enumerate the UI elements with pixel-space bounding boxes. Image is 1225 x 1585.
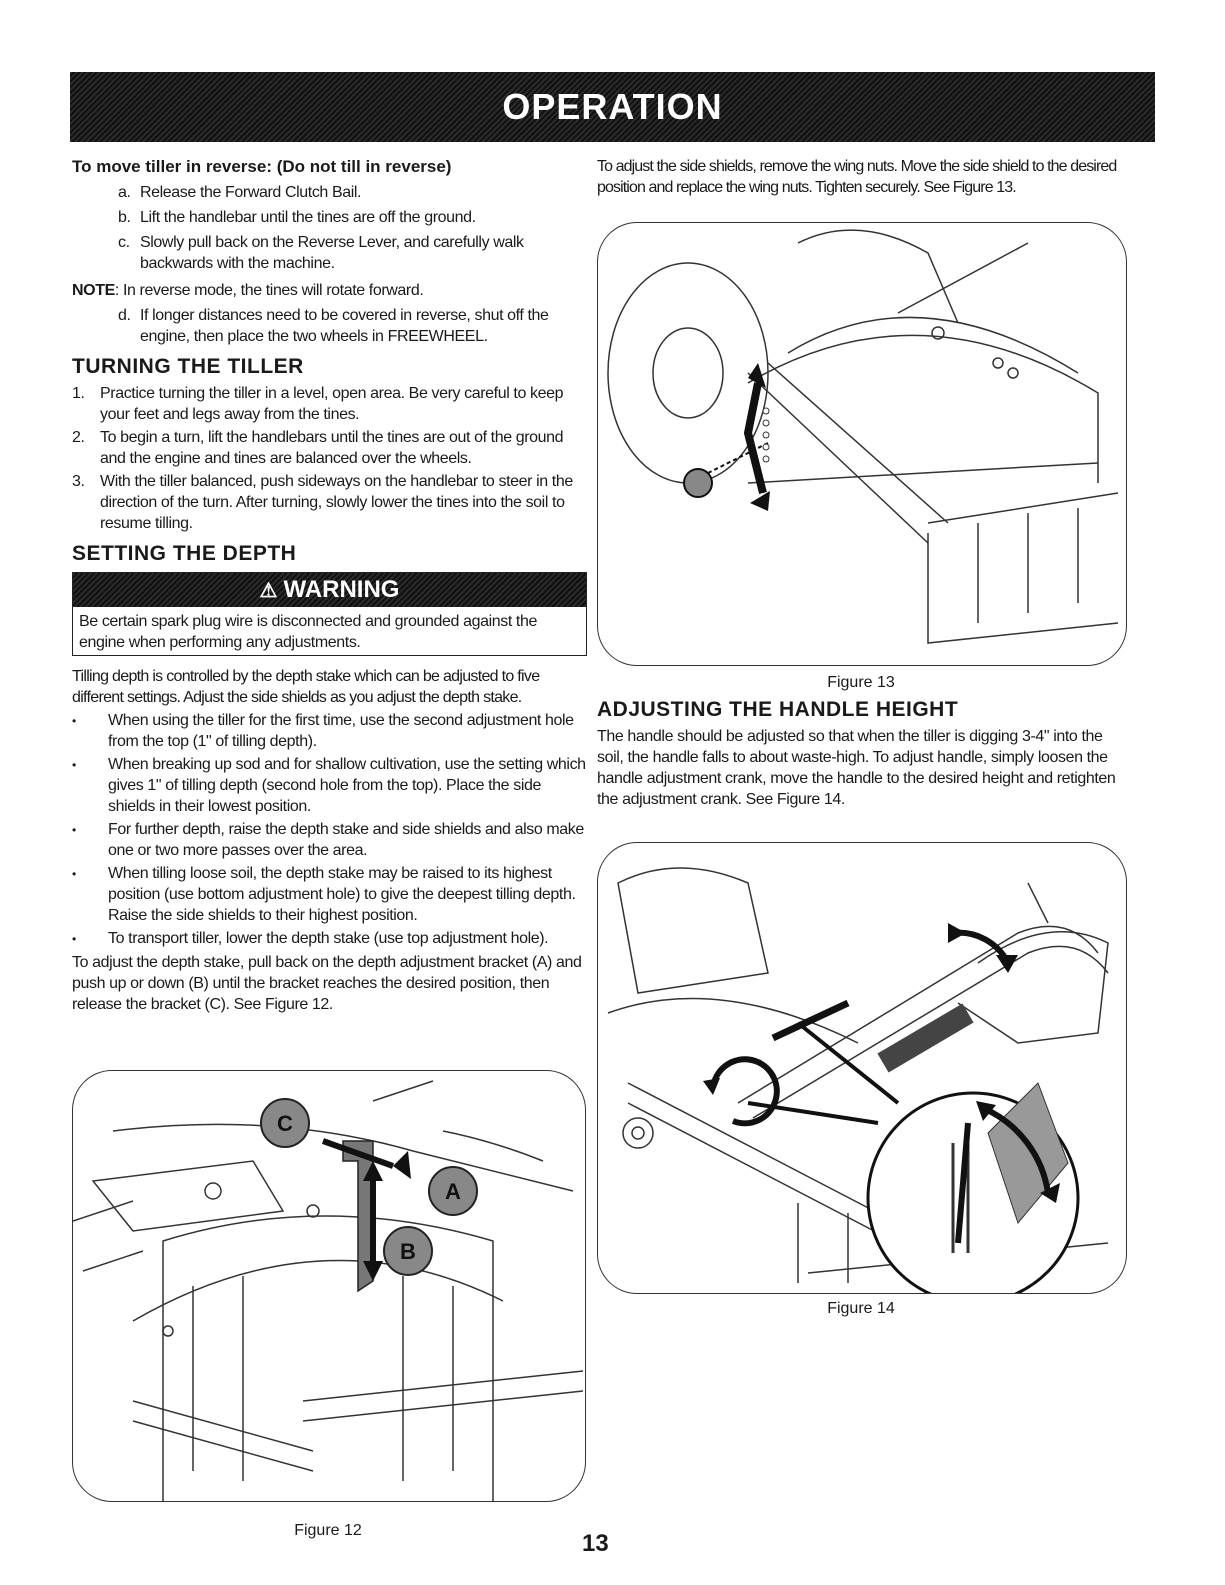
list-item: d. If longer distances need to be covere…	[118, 307, 549, 345]
list-item: When using the tiller for the first time…	[72, 710, 587, 752]
figure-14-illustration	[597, 842, 1127, 1294]
warning-text: Be certain spark plug wire is disconnect…	[79, 613, 537, 651]
bullet-icon	[72, 819, 108, 861]
bullet-icon	[72, 710, 108, 752]
turning-heading: TURNING THE TILLER	[72, 355, 304, 378]
list-item: To transport tiller, lower the depth sta…	[72, 928, 587, 950]
depth-intro: Tilling depth is controlled by the depth…	[72, 668, 540, 706]
reverse-steps: a. Release the Forward Clutch Bail. b. L…	[72, 182, 587, 274]
bullet-icon	[72, 863, 108, 926]
list-item: When breaking up sod and for shallow cul…	[72, 754, 587, 817]
right-column: To adjust the side shields, remove the w…	[597, 156, 1127, 198]
warning-triangle-icon: ⚠	[259, 579, 278, 602]
reverse-heading: To move tiller in reverse: (Do not till …	[72, 157, 452, 176]
warning-title: WARNING	[283, 576, 400, 603]
list-item: b. Lift the handlebar until the tines ar…	[118, 209, 476, 226]
tiller-side-shield-drawing	[607, 229, 1119, 644]
handle-heading: ADJUSTING THE HANDLE HEIGHT	[597, 698, 959, 721]
figure-14-caption: Figure 14	[827, 1300, 895, 1317]
warning-header: ⚠ WARNING	[73, 573, 586, 607]
tiller-depth-stake-drawing: C A B	[73, 1080, 584, 1501]
figure-12-caption: Figure 12	[294, 1522, 362, 1539]
depth-heading: SETTING THE DEPTH	[72, 542, 297, 565]
warning-box: ⚠ WARNING Be certain spark plug wire is …	[72, 572, 587, 656]
svg-text:C: C	[277, 1111, 293, 1136]
bullet-icon	[72, 754, 108, 817]
note-text: : In reverse mode, the tines will rotate…	[114, 282, 424, 299]
page-number: 13	[582, 1530, 609, 1557]
figure-12-illustration: C A B	[72, 1070, 586, 1502]
callout-a: A	[428, 1166, 478, 1216]
page-title: OPERATION	[502, 86, 723, 127]
svg-text:B: B	[400, 1239, 416, 1264]
note: NOTE: In reverse mode, the tines will ro…	[72, 280, 587, 301]
tiller-handle-height-drawing	[607, 867, 1109, 1293]
handle-section: ADJUSTING THE HANDLE HEIGHT The handle s…	[597, 698, 1127, 810]
list-item: 2. To begin a turn, lift the handlebars …	[72, 429, 564, 467]
list-item: For further depth, raise the depth stake…	[72, 819, 587, 861]
svg-text:A: A	[445, 1179, 461, 1204]
list-item: 1. Practice turning the tiller in a leve…	[72, 385, 564, 423]
depth-bullets: When using the tiller for the first time…	[72, 710, 587, 950]
callout-c: C	[260, 1098, 310, 1148]
left-column: To move tiller in reverse: (Do not till …	[72, 156, 587, 1015]
section-banner: OPERATION	[70, 72, 1155, 142]
bullet-icon	[72, 928, 108, 950]
list-item: 3. With the tiller balanced, push sidewa…	[72, 473, 573, 532]
list-item: When tilling loose soil, the depth stake…	[72, 863, 587, 926]
callout-b: B	[383, 1226, 433, 1276]
note-label: NOTE	[72, 282, 115, 299]
depth-closing: To adjust the depth stake, pull back on …	[72, 954, 582, 1013]
list-item: c. Slowly pull back on the Reverse Lever…	[118, 234, 524, 272]
figure-13-caption: Figure 13	[827, 674, 895, 691]
shields-text: To adjust the side shields, remove the w…	[597, 158, 1117, 196]
handle-text: The handle should be adjusted so that wh…	[597, 728, 1116, 808]
list-item: a. Release the Forward Clutch Bail.	[118, 184, 362, 201]
turning-steps: 1. Practice turning the tiller in a leve…	[72, 383, 587, 534]
figure-13-illustration	[597, 222, 1127, 666]
